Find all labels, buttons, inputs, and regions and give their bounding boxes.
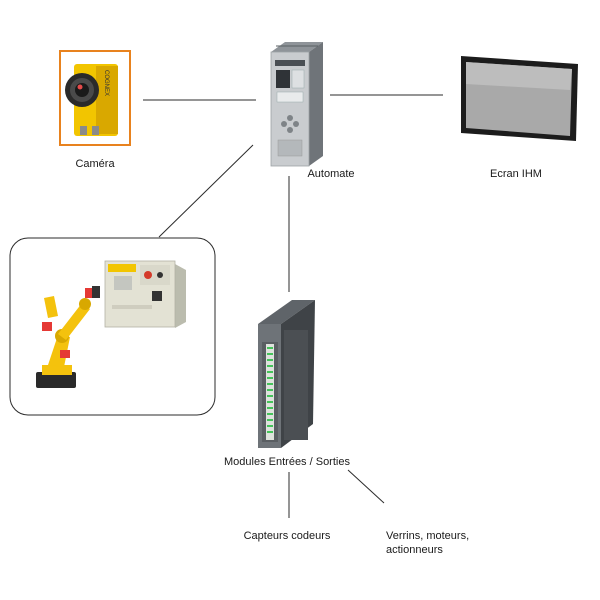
- connection-lines: [143, 94, 443, 518]
- link-io-actuators: [347, 469, 385, 504]
- io-modules-label: Modules Entrées / Sorties: [224, 456, 350, 468]
- actuators-label-line1: Verrins, moteurs,: [386, 530, 469, 542]
- svg-text:COGNEX: COGNEX: [103, 70, 109, 96]
- hmi-label: Ecran IHM: [490, 168, 542, 180]
- robot-group: [9, 237, 216, 416]
- camera-label: Caméra: [75, 158, 115, 170]
- actuators-label-line2: actionneurs: [386, 544, 443, 556]
- sensors-label: Capteurs codeurs: [244, 530, 331, 542]
- plc-icon: [270, 42, 323, 167]
- plc-label: Automate: [307, 168, 354, 180]
- hmi-icon: [461, 56, 578, 141]
- link-plc-robot: [158, 144, 254, 238]
- robot-controller-icon: [104, 260, 186, 328]
- industrial-robot-icon: [36, 286, 100, 388]
- camera-icon: COGNEX: [59, 50, 131, 146]
- io-module-icon: [258, 300, 315, 448]
